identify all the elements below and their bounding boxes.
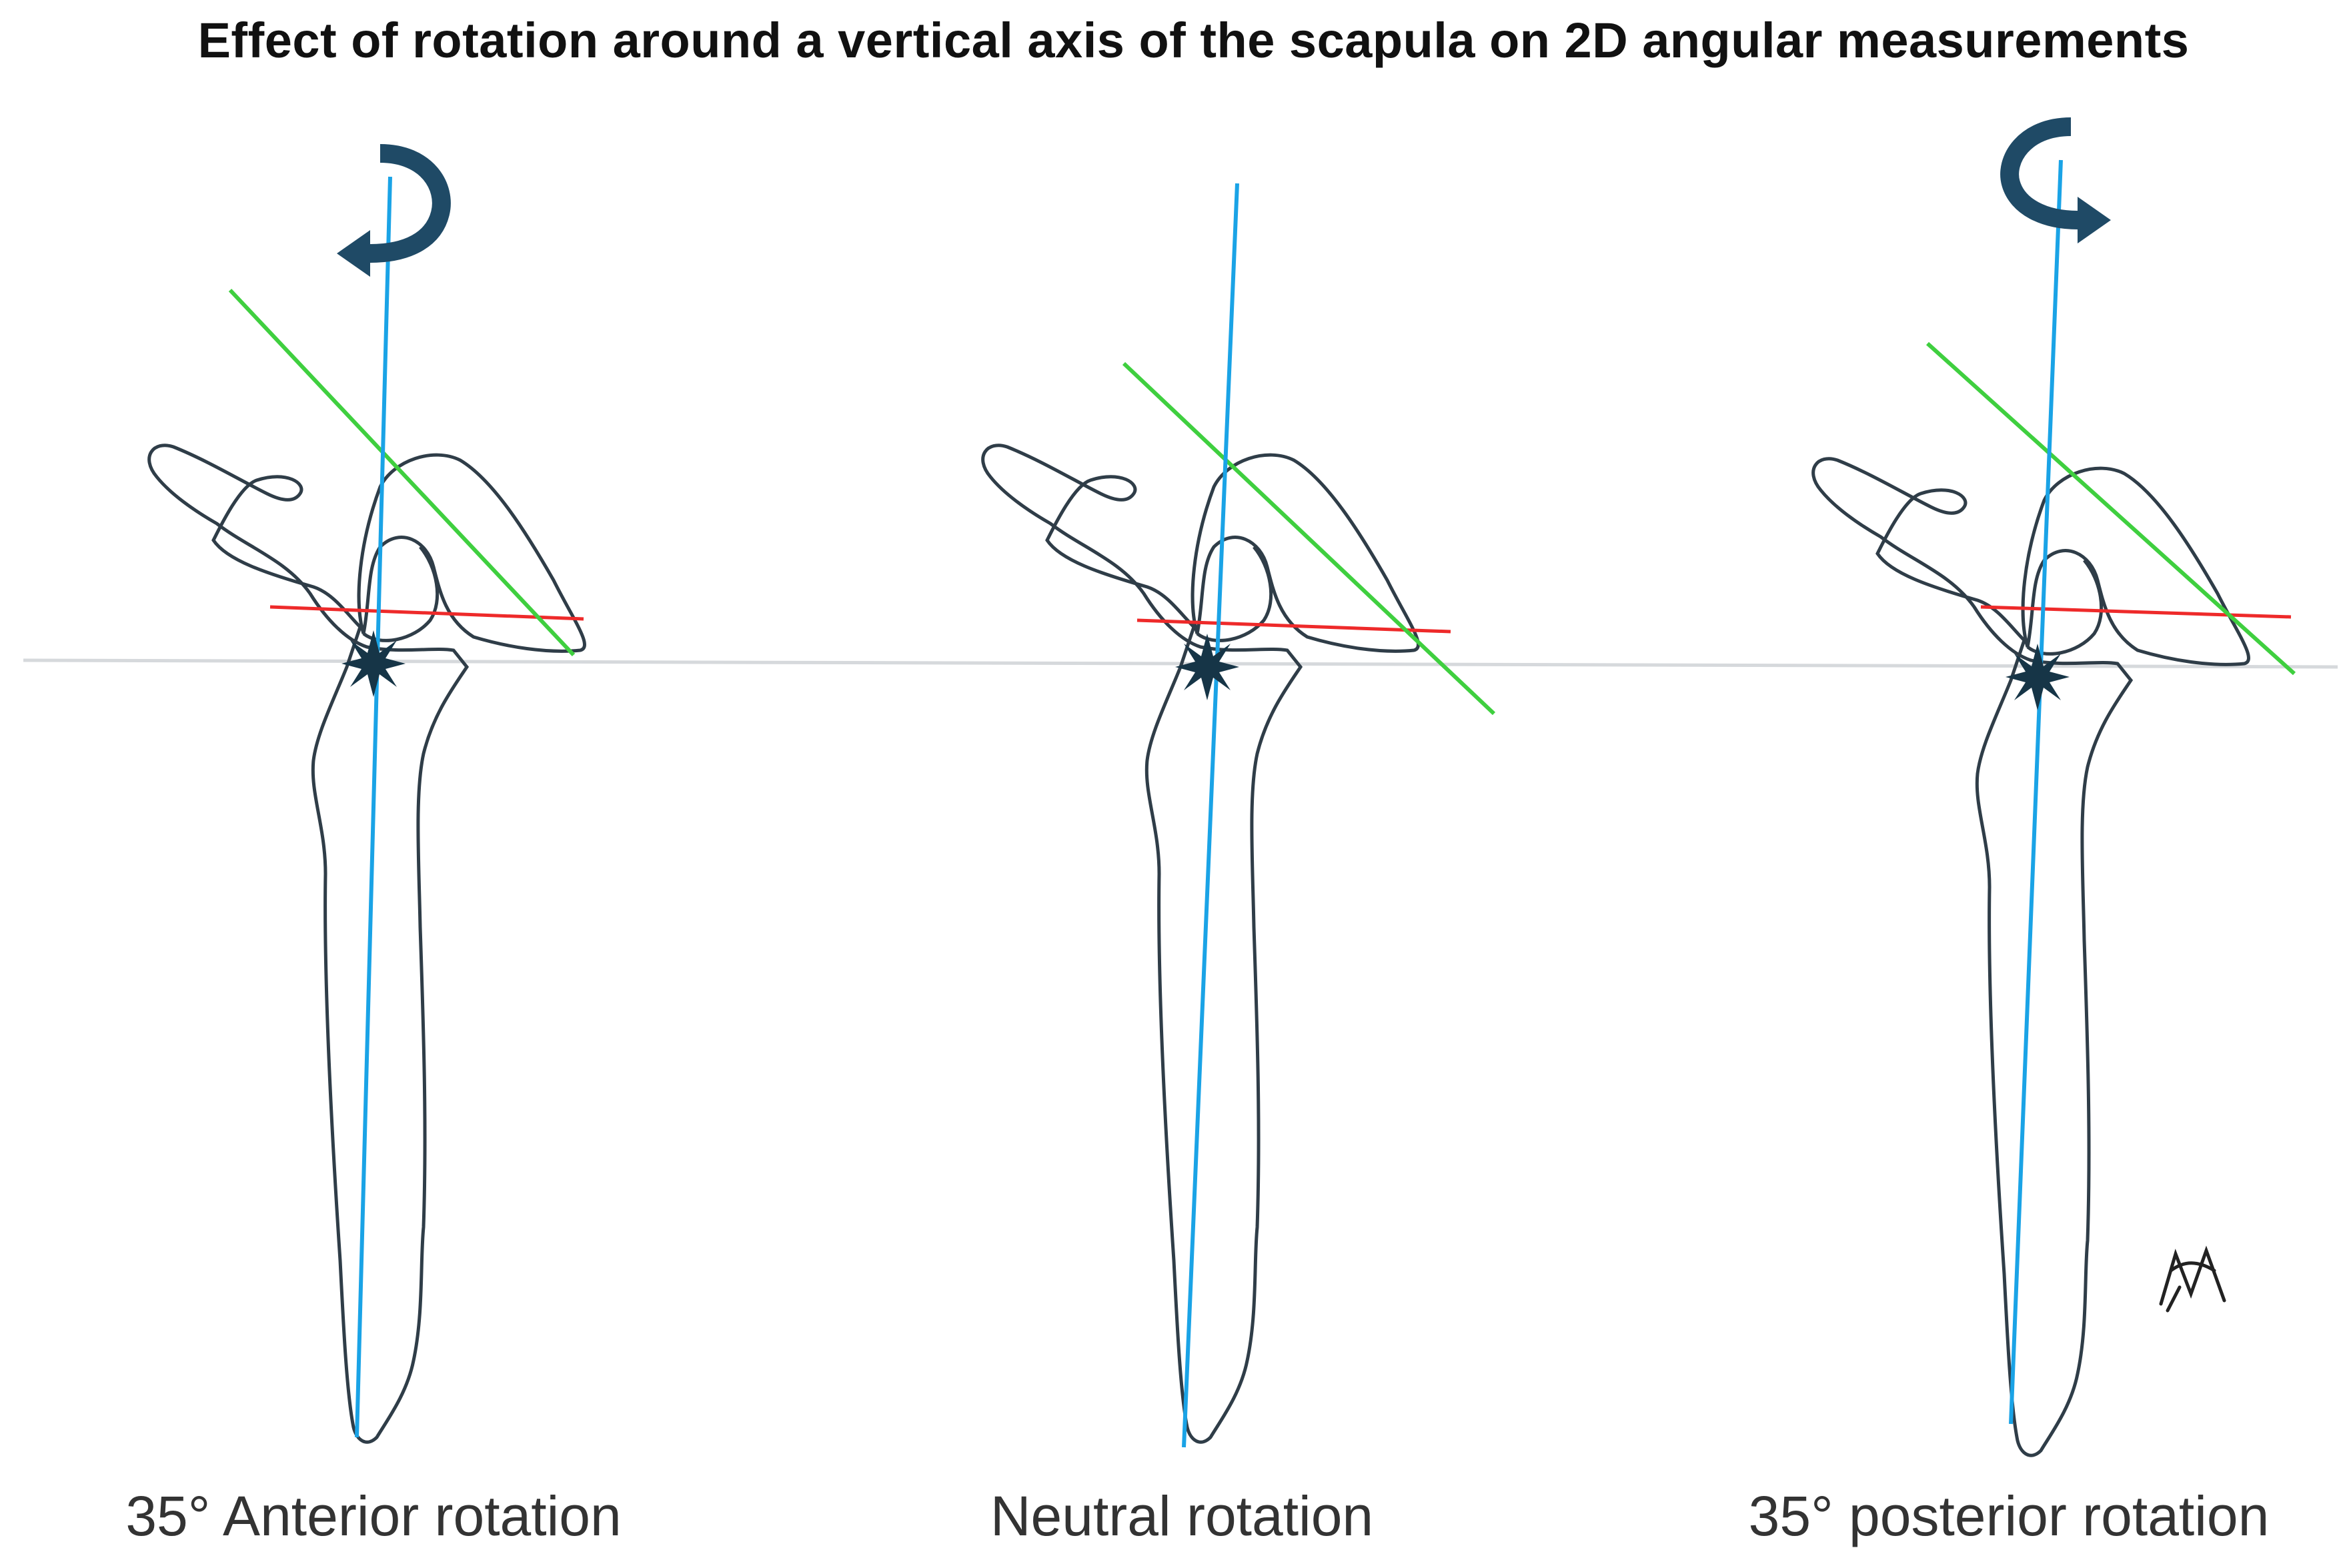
counterclockwise-arrow-icon <box>337 144 451 277</box>
glenoid-line <box>269 605 584 621</box>
star-marker-icon <box>341 630 406 697</box>
vertical-axis-line <box>2009 159 2063 1425</box>
vertical-axis-line <box>355 176 392 1438</box>
panel-posterior <box>1813 117 2296 1455</box>
glenoid-line <box>1136 618 1451 634</box>
caption-neutral: Neutral rotation <box>990 1485 1374 1547</box>
scapula-outline <box>1813 459 2131 1455</box>
oblique-line <box>1122 361 1496 716</box>
caption-anterior: 35° Anterior rotation <box>125 1485 622 1547</box>
oblique-line <box>1925 341 2296 676</box>
oblique-line <box>228 288 576 657</box>
vertical-axis-line <box>1182 183 1239 1448</box>
panel-anterior <box>149 144 585 1442</box>
star-marker-icon <box>1175 634 1239 700</box>
scapula-outline <box>983 446 1301 1442</box>
signature-mark <box>2159 1245 2226 1313</box>
glenoid-line <box>1980 605 2292 619</box>
panel-neutral <box>983 183 1496 1448</box>
clockwise-arrow-icon <box>2000 117 2111 243</box>
caption-posterior: 35° posterior rotation <box>1748 1485 2270 1547</box>
acromion-outline <box>359 455 584 651</box>
acromion-outline <box>2023 468 2248 664</box>
figure-title: Effect of rotation around a vertical axi… <box>197 13 2190 68</box>
scapula-outline <box>149 446 467 1442</box>
star-marker-icon <box>2006 644 2070 710</box>
